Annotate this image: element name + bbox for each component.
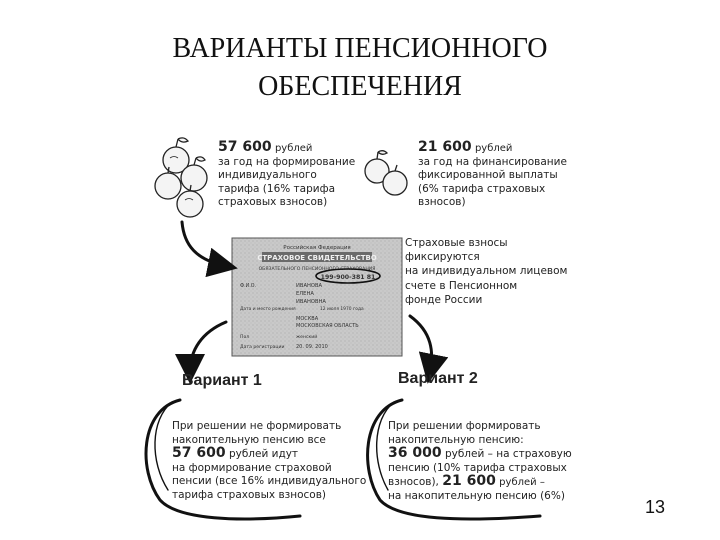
- arrow-to-variant-1: [190, 322, 226, 372]
- note-line-2: фиксируются: [405, 250, 567, 264]
- certificate-header-main: СТРАХОВОЕ СВИДЕТЕЛЬСТВО: [257, 254, 377, 262]
- certificate-number: 199-900-381 81: [321, 274, 376, 281]
- v2-amount-1: 36 000: [388, 445, 442, 461]
- left-amount-unit: рублей: [275, 143, 312, 154]
- right-line-2: фиксированной выплаты: [418, 169, 567, 183]
- right-amount: 21 600: [418, 139, 472, 155]
- left-amount: 57 600: [218, 139, 272, 155]
- certificate-place-1: МОСКВА: [296, 316, 319, 322]
- certificate-name-1: ИВАНОВА: [296, 283, 323, 289]
- insurance-certificate: Российская Федерация СТРАХОВОЕ СВИДЕТЕЛЬ…: [232, 238, 402, 356]
- v1-line-1: При решении не формировать: [172, 420, 366, 434]
- note-line-4: счете в Пенсионном: [405, 279, 567, 293]
- apples-right-icon: [365, 151, 407, 195]
- left-line-4: страховых взносов): [218, 196, 355, 210]
- certificate-name-3: ИВАНОВНА: [296, 299, 326, 305]
- certificate-reg-date: 20. 09. 2010: [296, 344, 328, 350]
- right-line-3: (6% тарифа страховых: [418, 183, 567, 197]
- variant-1-text: При решении не формировать накопительную…: [172, 420, 366, 503]
- v1-tail-1: на формирование страховой: [172, 462, 366, 476]
- left-line-3: тарифа (16% тарифа: [218, 183, 355, 197]
- v1-amount: 57 600: [172, 445, 226, 461]
- page-number: 13: [645, 497, 665, 518]
- left-line-2: индивидуального: [218, 169, 355, 183]
- certificate-sex-value: женский: [296, 333, 317, 340]
- right-amount-block: 21 600 рублей за год на финансирование ф…: [418, 141, 567, 210]
- note-line-5: фонде России: [405, 293, 567, 307]
- account-note: Страховые взносы фиксируются на индивиду…: [405, 236, 567, 307]
- left-amount-block: 57 600 рублей за год на формирование инд…: [218, 141, 355, 210]
- note-line-3: на индивидуальном лицевом: [405, 264, 567, 278]
- variant-2-label: Вариант 2: [398, 370, 478, 388]
- apples-left-icon: [155, 138, 207, 217]
- certificate-place-2: МОСКОВСКАЯ ОБЛАСТЬ: [296, 323, 359, 329]
- arrow-to-variant-2: [410, 316, 432, 372]
- v2-line-1: При решении формировать: [388, 420, 572, 434]
- right-line-4: взносов): [418, 196, 567, 210]
- v1-amount-suffix: рублей идут: [229, 448, 298, 460]
- v2-tail: на накопительную пенсию (6%): [388, 490, 572, 504]
- v2-prefix-2: взносов),: [388, 476, 439, 488]
- certificate-fio-label: Ф.И.О.: [240, 283, 256, 289]
- certificate-birth-date: 12 июля 1970 года: [320, 306, 364, 312]
- certificate-reg-label: Дата регистрации: [240, 344, 285, 350]
- v1-tail-2: пенсии (все 16% индивидуального: [172, 475, 366, 489]
- certificate-name-2: ЕЛЕНА: [296, 291, 314, 297]
- variant-2-text: При решении формировать накопительную пе…: [388, 420, 572, 504]
- certificate-birth-label: Дата и место рождения: [240, 306, 296, 312]
- variant-1-label: Вариант 1: [182, 372, 262, 390]
- arrow-apples-to-certificate: [182, 222, 226, 266]
- certificate-sex-label: Пол: [240, 334, 249, 340]
- v2-amount-2: 21 600: [442, 473, 496, 489]
- right-line-1: за год на финансирование: [418, 156, 567, 170]
- certificate-header-small: Российская Федерация: [283, 244, 350, 251]
- right-amount-unit: рублей: [475, 143, 512, 154]
- left-line-1: за год на формирование: [218, 156, 355, 170]
- v2-amount-1-suffix: рублей – на страховую: [445, 448, 572, 460]
- note-line-1: Страховые взносы: [405, 236, 567, 250]
- v2-amount-2-suffix: рублей –: [499, 477, 545, 488]
- v1-tail-3: тарифа страховых взносов): [172, 489, 366, 503]
